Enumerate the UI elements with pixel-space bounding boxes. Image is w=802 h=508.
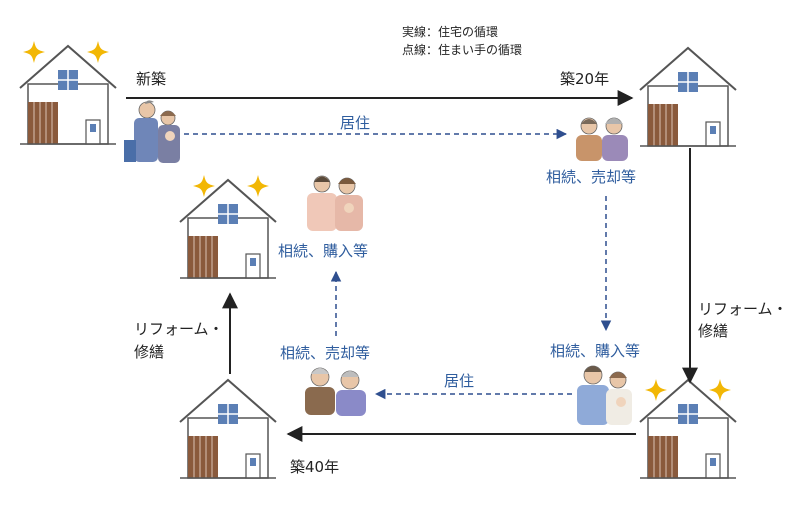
house-20-years — [639, 47, 737, 147]
label-residence-top: 居住 — [340, 114, 371, 132]
legend-solid: 実線：住宅の循環 — [402, 25, 499, 39]
house-renovated-left — [179, 179, 277, 279]
elderly-couple-icon — [576, 117, 628, 161]
sparkle-icon — [23, 41, 45, 63]
label-inherit-buy-right: 相続、購入等 — [550, 342, 641, 360]
sparkle-icon — [247, 175, 269, 197]
label-40-years: 築40年 — [290, 458, 340, 476]
label-reform-left-1: リフォーム・ — [134, 320, 224, 338]
label-inherit-sell-left: 相続、売却等 — [280, 344, 371, 362]
label-reform-right-1: リフォーム・ — [698, 300, 788, 318]
label-inherit-sell-right: 相続、売却等 — [546, 168, 637, 186]
sparkle-icon — [645, 379, 667, 401]
label-reform-right-2: 修繕 — [698, 322, 729, 340]
label-reform-left-2: 修繕 — [134, 343, 165, 361]
young-family-icon — [577, 365, 632, 425]
new-family-icon — [307, 175, 363, 231]
sparkle-icon — [709, 379, 731, 401]
legend-dotted: 点線：住まい手の循環 — [402, 43, 523, 57]
label-inherit-buy-left: 相続、購入等 — [278, 242, 369, 260]
elderly-couple-icon — [305, 367, 366, 416]
label-20-years: 築20年 — [560, 70, 610, 88]
sparkle-icon — [87, 41, 109, 63]
label-new-build: 新築 — [136, 70, 167, 88]
house-40-years — [179, 379, 277, 479]
young-family-icon — [124, 100, 180, 163]
label-residence-bottom: 居住 — [444, 372, 475, 390]
